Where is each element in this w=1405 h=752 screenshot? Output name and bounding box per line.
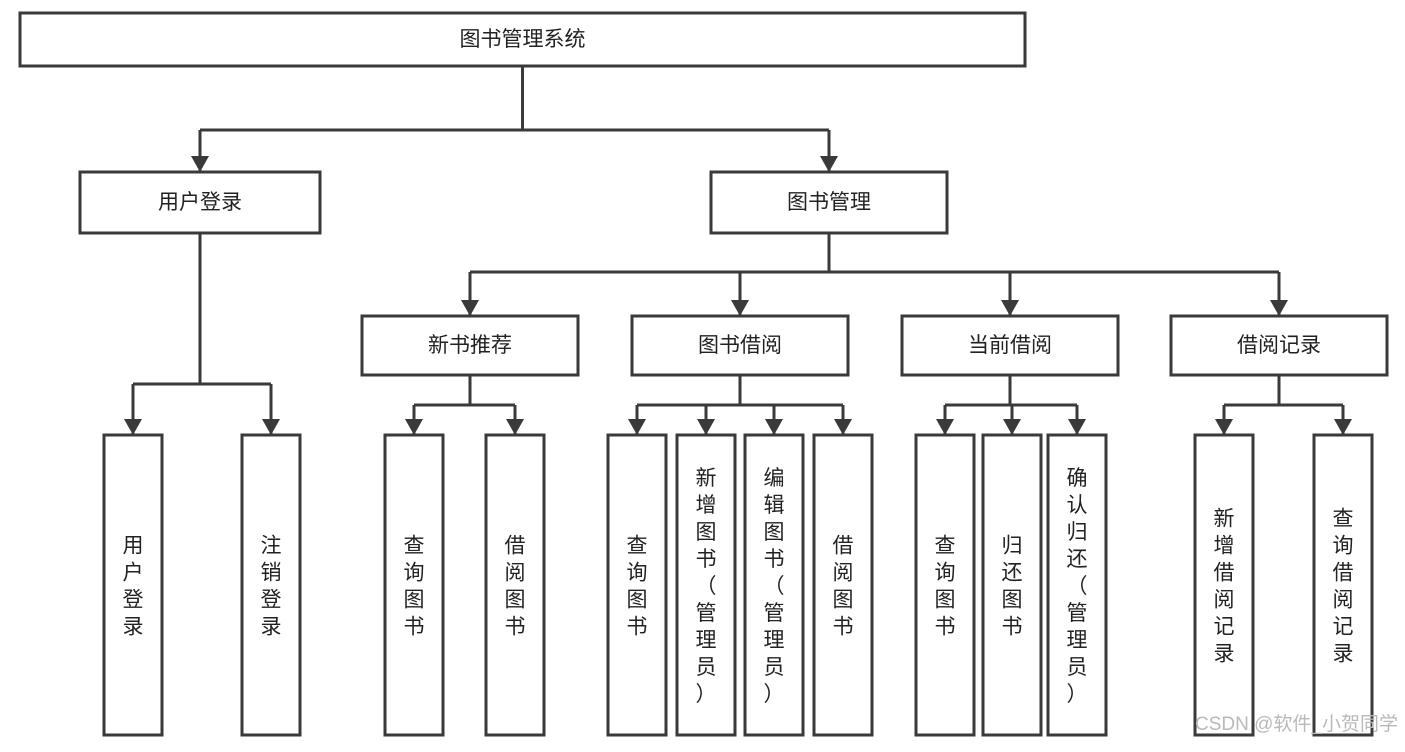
arrow-head-icon <box>1001 300 1019 316</box>
node-level3-图书借阅-label: 图书借阅 <box>698 334 782 357</box>
node-leaf-查询图书-8-box[interactable] <box>914 433 976 737</box>
node-leaf-查询借阅记录-12-box[interactable] <box>1312 433 1374 737</box>
node-leaf-借阅图书-7-box[interactable] <box>812 433 874 737</box>
node-level2-图书管理-label: 图书管理 <box>787 191 871 214</box>
node-level3-新书推荐-box[interactable] <box>360 314 580 377</box>
node-leaf-新增借阅记录-11-box[interactable] <box>1193 433 1255 737</box>
arrow-head-icon <box>731 300 749 316</box>
node-leaf-用户登录-0-box[interactable] <box>102 433 164 737</box>
node-level3-借阅记录[interactable]: 借阅记录 <box>1169 314 1389 377</box>
node-leaf-新增图书管理员-5-box[interactable] <box>675 433 737 737</box>
arrow-head-icon <box>834 419 852 435</box>
node-leaf-查询图书-8[interactable]: 查询图书 <box>914 433 976 737</box>
node-leaf-新增图书管理员-5[interactable]: 新增图书（管理员） <box>675 433 737 737</box>
node-leaf-归还图书-9-box[interactable] <box>981 433 1043 737</box>
node-leaf-查询图书-8-label: 查询图书 <box>935 534 956 638</box>
arrow-head-icon <box>191 156 209 172</box>
node-level3-当前借阅-label: 当前借阅 <box>968 334 1052 357</box>
arrow-head-icon <box>262 419 280 435</box>
arrow-head-icon <box>765 419 783 435</box>
node-root-图书管理系统[interactable]: 图书管理系统 <box>18 11 1027 68</box>
node-level3-图书借阅-box[interactable] <box>630 314 850 377</box>
node-leaf-查询图书-4-box[interactable] <box>606 433 668 737</box>
arrow-head-icon <box>405 419 423 435</box>
node-level3-借阅记录-box[interactable] <box>1169 314 1389 377</box>
node-level3-图书借阅[interactable]: 图书借阅 <box>630 314 850 377</box>
node-level3-新书推荐-label: 新书推荐 <box>428 334 512 357</box>
node-level3-借阅记录-label: 借阅记录 <box>1237 334 1321 357</box>
node-leaf-新增借阅记录-11[interactable]: 新增借阅记录 <box>1193 433 1255 737</box>
node-leaf-查询图书-2-label: 查询图书 <box>404 534 425 638</box>
node-level3-当前借阅[interactable]: 当前借阅 <box>900 314 1120 377</box>
node-leaf-确认归还管理员-10[interactable]: 确认归还（管理员） <box>1046 433 1108 737</box>
node-level3-新书推荐[interactable]: 新书推荐 <box>360 314 580 377</box>
arrow-head-icon <box>820 156 838 172</box>
node-leaf-注销登录-1-label: 注销登录 <box>261 534 282 638</box>
node-leaf-新增借阅记录-11-label: 新增借阅记录 <box>1214 507 1235 665</box>
node-leaf-借阅图书-3-label: 借阅图书 <box>505 534 526 638</box>
node-level3-当前借阅-box[interactable] <box>900 314 1120 377</box>
node-leaf-查询图书-2[interactable]: 查询图书 <box>383 433 445 737</box>
node-leaf-编辑图书管理员-6-label: 编辑图书（管理员） <box>764 467 785 706</box>
nodes-layer: 图书管理系统用户登录图书管理新书推荐图书借阅当前借阅借阅记录用户登录注销登录查询… <box>18 11 1389 737</box>
node-leaf-用户登录-0-label: 用户登录 <box>123 534 144 638</box>
node-level2-图书管理-box[interactable] <box>709 170 949 235</box>
node-leaf-注销登录-1[interactable]: 注销登录 <box>240 433 302 737</box>
arrow-head-icon <box>697 419 715 435</box>
node-leaf-查询借阅记录-12-label: 查询借阅记录 <box>1333 507 1354 665</box>
node-leaf-确认归还管理员-10-label: 确认归还（管理员） <box>1067 467 1088 706</box>
arrow-head-icon <box>936 419 954 435</box>
node-leaf-查询图书-4-label: 查询图书 <box>627 534 648 638</box>
connectors-layer <box>124 66 1352 435</box>
arrow-head-icon <box>1334 419 1352 435</box>
arrow-head-icon <box>124 419 142 435</box>
node-leaf-借阅图书-3[interactable]: 借阅图书 <box>484 433 546 737</box>
arrow-head-icon <box>506 419 524 435</box>
arrow-head-icon <box>1270 300 1288 316</box>
node-leaf-归还图书-9[interactable]: 归还图书 <box>981 433 1043 737</box>
node-level2-图书管理[interactable]: 图书管理 <box>709 170 949 235</box>
node-leaf-查询图书-4[interactable]: 查询图书 <box>606 433 668 737</box>
arrow-head-icon <box>628 419 646 435</box>
node-leaf-查询图书-2-box[interactable] <box>383 433 445 737</box>
node-leaf-确认归还管理员-10-box[interactable] <box>1046 433 1108 737</box>
arrow-head-icon <box>461 300 479 316</box>
node-leaf-借阅图书-7-label: 借阅图书 <box>833 534 854 638</box>
node-root-图书管理系统-box[interactable] <box>18 11 1027 68</box>
node-level2-用户登录-box[interactable] <box>78 170 322 235</box>
node-leaf-查询借阅记录-12[interactable]: 查询借阅记录 <box>1312 433 1374 737</box>
arrow-head-icon <box>1068 419 1086 435</box>
node-leaf-编辑图书管理员-6-box[interactable] <box>743 433 805 737</box>
node-leaf-借阅图书-3-box[interactable] <box>484 433 546 737</box>
node-leaf-借阅图书-7[interactable]: 借阅图书 <box>812 433 874 737</box>
node-leaf-编辑图书管理员-6[interactable]: 编辑图书（管理员） <box>743 433 805 737</box>
node-leaf-注销登录-1-box[interactable] <box>240 433 302 737</box>
node-leaf-新增图书管理员-5-label: 新增图书（管理员） <box>696 467 717 706</box>
csdn-watermark: CSDN @软件_小贺同学 <box>1195 713 1398 735</box>
node-level2-用户登录-label: 用户登录 <box>158 191 242 214</box>
arrow-head-icon <box>1003 419 1021 435</box>
node-root-图书管理系统-label: 图书管理系统 <box>460 28 586 51</box>
node-leaf-归还图书-9-label: 归还图书 <box>1002 534 1023 638</box>
arrow-head-icon <box>1215 419 1233 435</box>
node-level2-用户登录[interactable]: 用户登录 <box>78 170 322 235</box>
node-leaf-用户登录-0[interactable]: 用户登录 <box>102 433 164 737</box>
